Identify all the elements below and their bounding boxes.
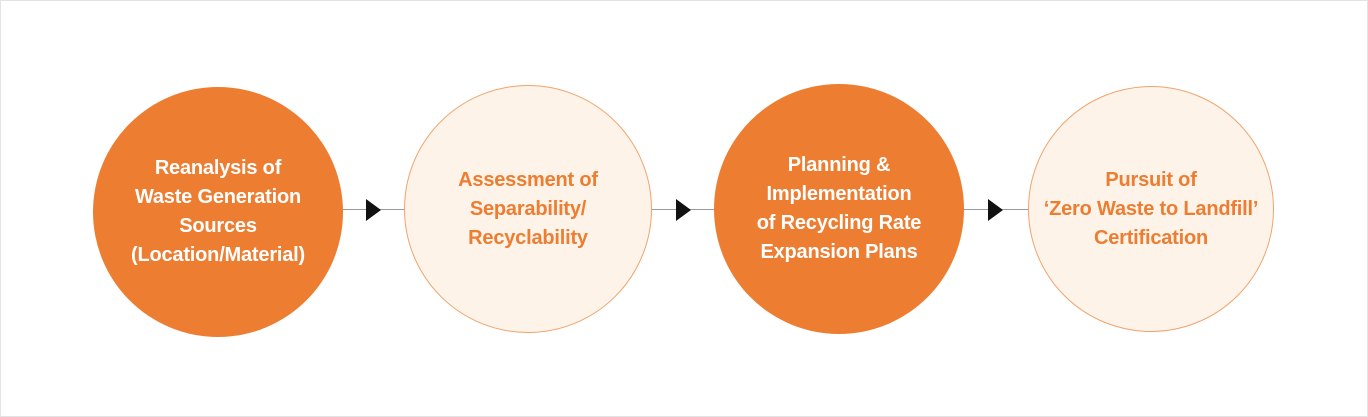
step-3-circle: Planning & Implementation of Recycling R… — [714, 84, 964, 334]
arrow-right-icon — [988, 199, 1003, 221]
arrow-right-icon — [676, 199, 691, 221]
step-1-circle: Reanalysis of Waste Generation Sources (… — [93, 87, 343, 337]
step-2-circle: Assessment of Separability/ Recyclabilit… — [404, 85, 652, 333]
step-2-label: Assessment of Separability/ Recyclabilit… — [458, 168, 598, 249]
step-4-label: Pursuit of ‘Zero Waste to Landfill’ Cert… — [1043, 168, 1259, 249]
step-3-label: Planning & Implementation of Recycling R… — [756, 154, 922, 263]
arrow-right-icon — [366, 199, 381, 221]
step-4-circle: Pursuit of ‘Zero Waste to Landfill’ Cert… — [1028, 86, 1274, 332]
step-1-label: Reanalysis of Waste Generation Sources (… — [131, 157, 305, 266]
